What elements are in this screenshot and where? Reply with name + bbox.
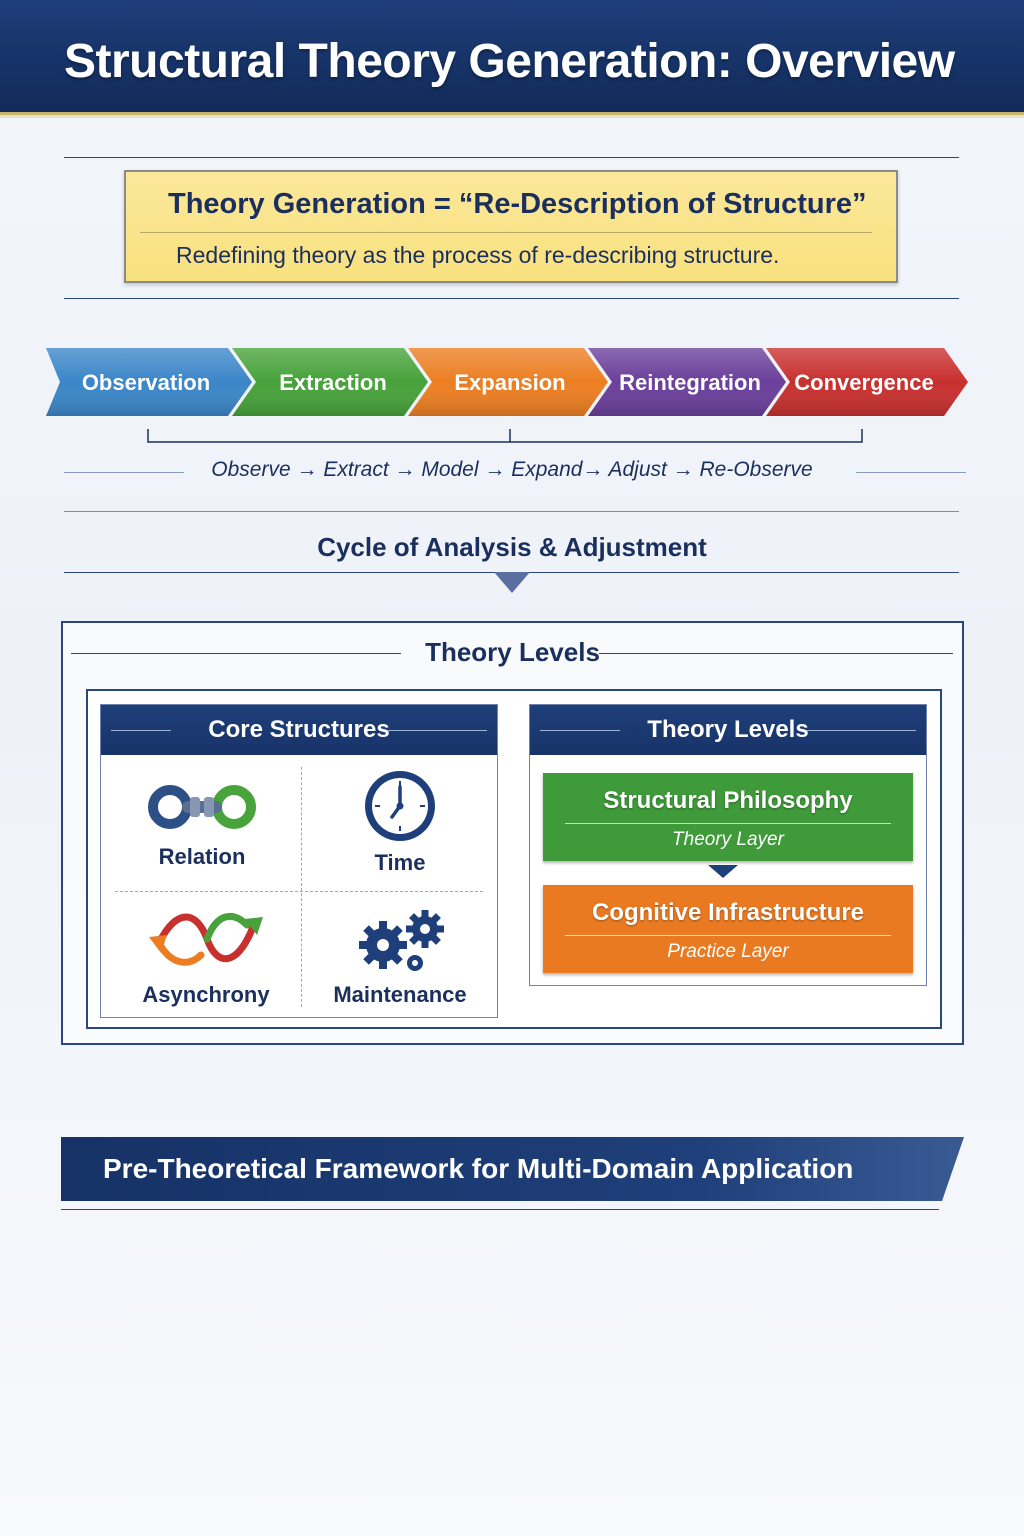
stage-observation: Observation — [46, 348, 252, 416]
wave-arrows-icon — [149, 912, 263, 966]
stage-extraction: Extraction — [232, 348, 428, 416]
definition-divider — [140, 232, 872, 233]
cycle-right-rule — [856, 472, 966, 473]
clock-icon — [365, 771, 435, 841]
layer-title: Cognitive Infrastructure — [591, 899, 865, 926]
stage-reintegration: Reintegration — [588, 348, 786, 416]
chain-link-icon — [148, 785, 256, 829]
header-rule-right — [387, 730, 487, 731]
cycle-title: Cycle of Analysis & Adjustment — [317, 532, 707, 562]
layer-divider — [565, 823, 891, 824]
theory-levels-header: Theory Levels — [530, 705, 926, 755]
definition-heading: Theory Generation = “Re-Description of S… — [168, 188, 867, 220]
header-rule-left — [540, 730, 620, 731]
theory-levels-panel: Theory Levels Core Structures — [61, 621, 964, 1045]
gears-icon — [359, 910, 444, 971]
core-item-maintenance: Maintenance — [301, 901, 499, 1008]
stage-label-expansion: Expansion — [454, 370, 565, 395]
stage-expansion: Expansion — [408, 348, 608, 416]
panel-title: Theory Levels — [425, 637, 600, 667]
core-item-relation: Relation — [103, 775, 301, 870]
layer-down-arrow-icon — [708, 865, 738, 878]
layer-structural-philosophy: Structural Philosophy Theory Layer — [543, 773, 913, 861]
time-label: Time — [374, 850, 426, 875]
footer-banner-text: Pre-Theoretical Framework for Multi-Doma… — [103, 1153, 854, 1184]
header-rule-left — [111, 730, 171, 731]
cycle-divider — [64, 511, 959, 512]
definition-body: Redefining theory as the process of re-d… — [176, 242, 780, 268]
core-structures-card: Core Structures Relation — [100, 704, 498, 1018]
grid-vertical-divider — [301, 767, 302, 1007]
panel-title-right-rule — [599, 653, 953, 654]
layer-title: Structural Philosophy — [603, 787, 853, 814]
core-item-asynchrony: Asynchrony — [107, 901, 305, 1008]
header-rule-right — [806, 730, 916, 731]
asynchrony-label: Asynchrony — [142, 982, 270, 1007]
layer-subtitle: Practice Layer — [667, 941, 789, 962]
stage-label-convergence: Convergence — [794, 370, 933, 395]
footer-underline — [61, 1209, 939, 1210]
panel-title-left-rule — [71, 653, 401, 654]
title-bar: Structural Theory Generation: Overview — [0, 0, 1024, 115]
theory-levels-title: Theory Levels — [647, 716, 809, 743]
cycle-left-rule — [64, 472, 184, 473]
page-title: Structural Theory Generation: Overview — [64, 35, 955, 88]
down-arrow-icon — [494, 572, 530, 593]
relation-label: Relation — [158, 844, 246, 869]
core-item-time: Time — [301, 767, 499, 876]
grid-horizontal-divider — [115, 891, 483, 892]
theory-levels-card: Theory Levels Structural Philosophy Theo… — [529, 704, 927, 986]
layer-cognitive-infrastructure: Cognitive Infrastructure Practice Layer — [543, 885, 913, 973]
stage-label-extraction: Extraction — [279, 370, 387, 395]
core-structures-header: Core Structures — [101, 705, 497, 755]
definition-box: Theory Generation = “Re-Description of S… — [124, 170, 898, 283]
process-flow: Observation Extraction Expansion Reinteg… — [0, 340, 1024, 430]
layer-divider — [565, 935, 891, 936]
cycle-steps: Observe → Extract → Model → Expand→ Adju… — [211, 458, 813, 481]
stage-bracket — [147, 429, 863, 443]
definition-bottom-divider — [64, 298, 959, 299]
core-structures-title: Core Structures — [208, 716, 390, 743]
stage-label-observation: Observation — [82, 370, 210, 395]
stage-label-reintegration: Reintegration — [619, 370, 761, 395]
stage-convergence: Convergence — [766, 348, 968, 416]
maintenance-label: Maintenance — [333, 982, 467, 1007]
top-divider — [64, 157, 959, 158]
inner-panel: Core Structures Relation — [86, 689, 942, 1029]
footer-banner: Pre-Theoretical Framework for Multi-Doma… — [61, 1137, 964, 1203]
layer-subtitle: Theory Layer — [672, 829, 784, 850]
